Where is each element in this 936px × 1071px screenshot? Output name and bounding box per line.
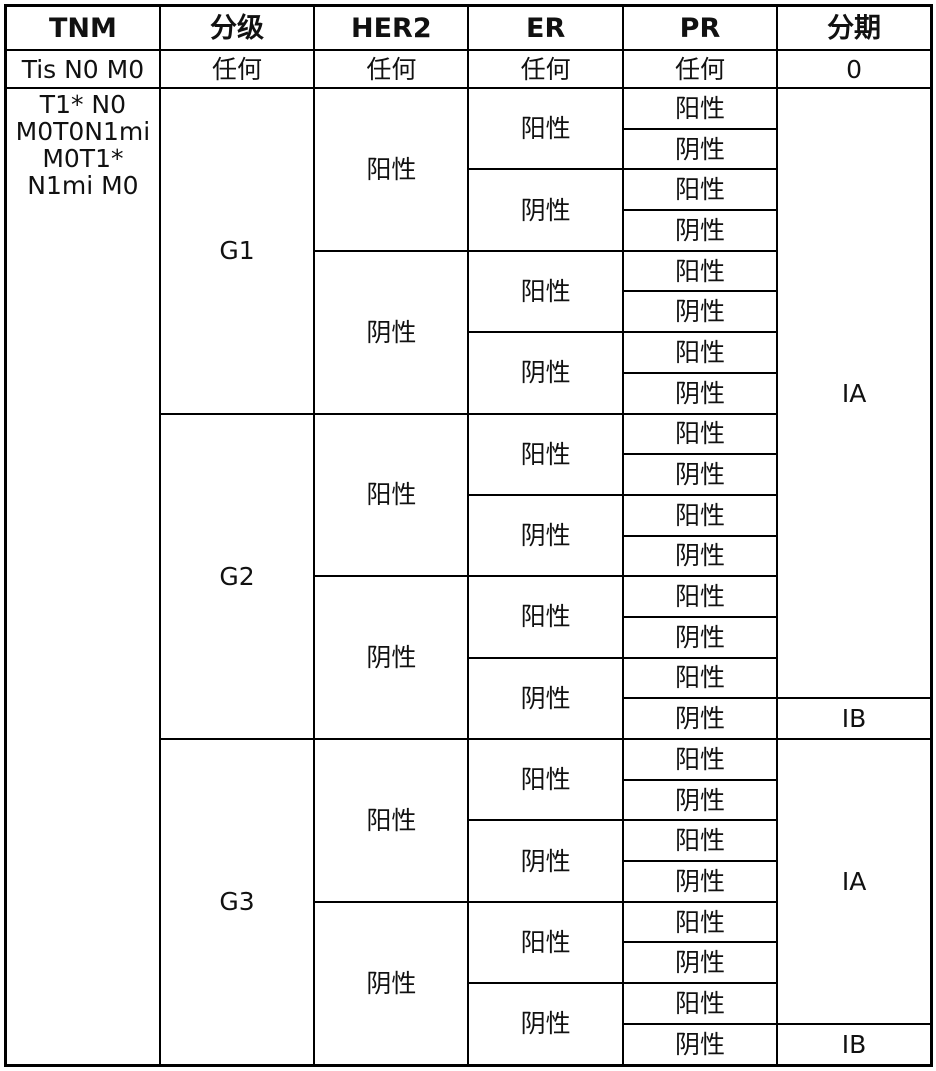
table-row: 阴性阳性 xyxy=(6,493,932,578)
header-row: TNM 分级 HER2 ER PR 分期 xyxy=(4,4,933,51)
cell-er: 阳性 xyxy=(467,412,624,496)
cell-er: 阳性 xyxy=(467,900,624,985)
cell-pr: 阳性 xyxy=(621,900,779,944)
cell-er: 阴性 xyxy=(467,656,624,741)
cell-pr: 阴性 xyxy=(621,778,779,822)
cell-tnm: T1* N0 M0T0N1mi M0T1* N1mi M0 xyxy=(4,87,161,1066)
table-row: 阴性 xyxy=(6,127,932,171)
cell-pr: 阳性 xyxy=(621,412,779,456)
cell-pr: 阴性 xyxy=(621,860,779,903)
cell-tnm: Tis N0 M0 xyxy=(4,49,161,89)
cell-er: 任何 xyxy=(467,49,624,89)
table-row: 阴性阳性 xyxy=(6,819,932,903)
table-row: 阴性 xyxy=(6,778,932,822)
table-row: 阴性阳性阳性 xyxy=(6,249,932,415)
table-row: 阴性 xyxy=(6,860,932,903)
cell-pr: 阴性 xyxy=(621,371,779,415)
cell-stage: IA xyxy=(776,738,933,1025)
table-row: 阴性 xyxy=(6,534,932,578)
table-row: 阴性 xyxy=(6,209,932,252)
table-row: 阴性 xyxy=(6,290,932,334)
cell-pr: 阳性 xyxy=(621,331,779,374)
cell-her2: 阴性 xyxy=(313,575,470,740)
cell-her2: 阳性 xyxy=(313,738,470,903)
table-row: 阴性阳性 xyxy=(6,331,932,415)
cell-her2: 任何 xyxy=(313,49,470,89)
table-row: 阴性 xyxy=(6,941,932,985)
cell-grade: G2 xyxy=(158,412,316,740)
cell-er: 阴性 xyxy=(467,982,624,1066)
cell-grade: 任何 xyxy=(158,49,316,89)
staging-table: TNM 分级 HER2 ER PR 分期 Tis N0 M0 任何 任何 任何 … xyxy=(4,4,933,1067)
header-her2: HER2 xyxy=(313,4,470,51)
cell-her2: 阳性 xyxy=(313,412,470,578)
cell-pr: 阳性 xyxy=(621,493,779,537)
cell-pr: 阴性 xyxy=(621,615,779,659)
cell-pr: 阳性 xyxy=(621,982,779,1025)
cell-er: 阴性 xyxy=(467,819,624,903)
cell-er: 阴性 xyxy=(467,493,624,578)
cell-er: 阴性 xyxy=(467,168,624,252)
cell-pr: 阳性 xyxy=(621,168,779,212)
header-er: ER xyxy=(467,4,624,51)
cell-er: 阴性 xyxy=(467,331,624,415)
cell-pr: 阴性 xyxy=(621,1022,779,1067)
table-row: 阴性 xyxy=(6,453,932,496)
cell-pr: 阳性 xyxy=(621,575,779,618)
cell-pr: 阴性 xyxy=(621,697,779,740)
table-row: 阴性 xyxy=(6,371,932,415)
cell-er: 阳性 xyxy=(467,249,624,334)
cell-pr: 阳性 xyxy=(621,819,779,863)
cell-stage: IB xyxy=(776,1022,933,1067)
table-row: Tis N0 M0 任何 任何 任何 任何 0 xyxy=(4,49,933,89)
cell-pr: 阳性 xyxy=(621,249,779,293)
cell-pr: 阴性 xyxy=(621,453,779,496)
table-row: 阴性 xyxy=(6,615,932,659)
table-row: 阴性阳性 xyxy=(6,656,932,741)
cell-pr: 任何 xyxy=(621,49,779,89)
cell-stage: IB xyxy=(776,697,933,740)
table-row: 阴性阳性阳性 xyxy=(6,900,932,1067)
cell-pr: 阴性 xyxy=(621,209,779,252)
header-tnm: TNM xyxy=(4,4,161,51)
cell-pr: 阴性 xyxy=(621,290,779,334)
cell-pr: 阴性 xyxy=(621,534,779,578)
cell-er: 阳性 xyxy=(467,86,624,171)
cell-grade: G1 xyxy=(158,87,316,415)
cell-stage: IA xyxy=(776,86,933,700)
header-stage: 分期 xyxy=(776,4,933,51)
cell-stage: 0 xyxy=(776,49,933,89)
cell-her2: 阳性 xyxy=(313,87,470,252)
cell-pr: 阳性 xyxy=(621,87,779,130)
cell-pr: 阳性 xyxy=(621,656,779,700)
cell-er: 阳性 xyxy=(467,737,624,822)
cell-grade: G3 xyxy=(158,738,316,1066)
cell-pr: 阴性 xyxy=(621,127,779,171)
cell-her2: 阴性 xyxy=(313,900,470,1067)
header-grade: 分级 xyxy=(158,4,316,51)
table-row: 阴性阳性 xyxy=(6,982,932,1066)
cell-her2: 阴性 xyxy=(313,249,470,415)
cell-er: 阳性 xyxy=(467,575,624,659)
cell-pr: 阳性 xyxy=(621,738,779,781)
table-row: 阴性阳性阳性 xyxy=(6,575,932,740)
cell-pr: 阴性 xyxy=(621,941,779,985)
header-pr: PR xyxy=(621,4,779,51)
table-row: 阴性阳性 xyxy=(6,168,932,252)
